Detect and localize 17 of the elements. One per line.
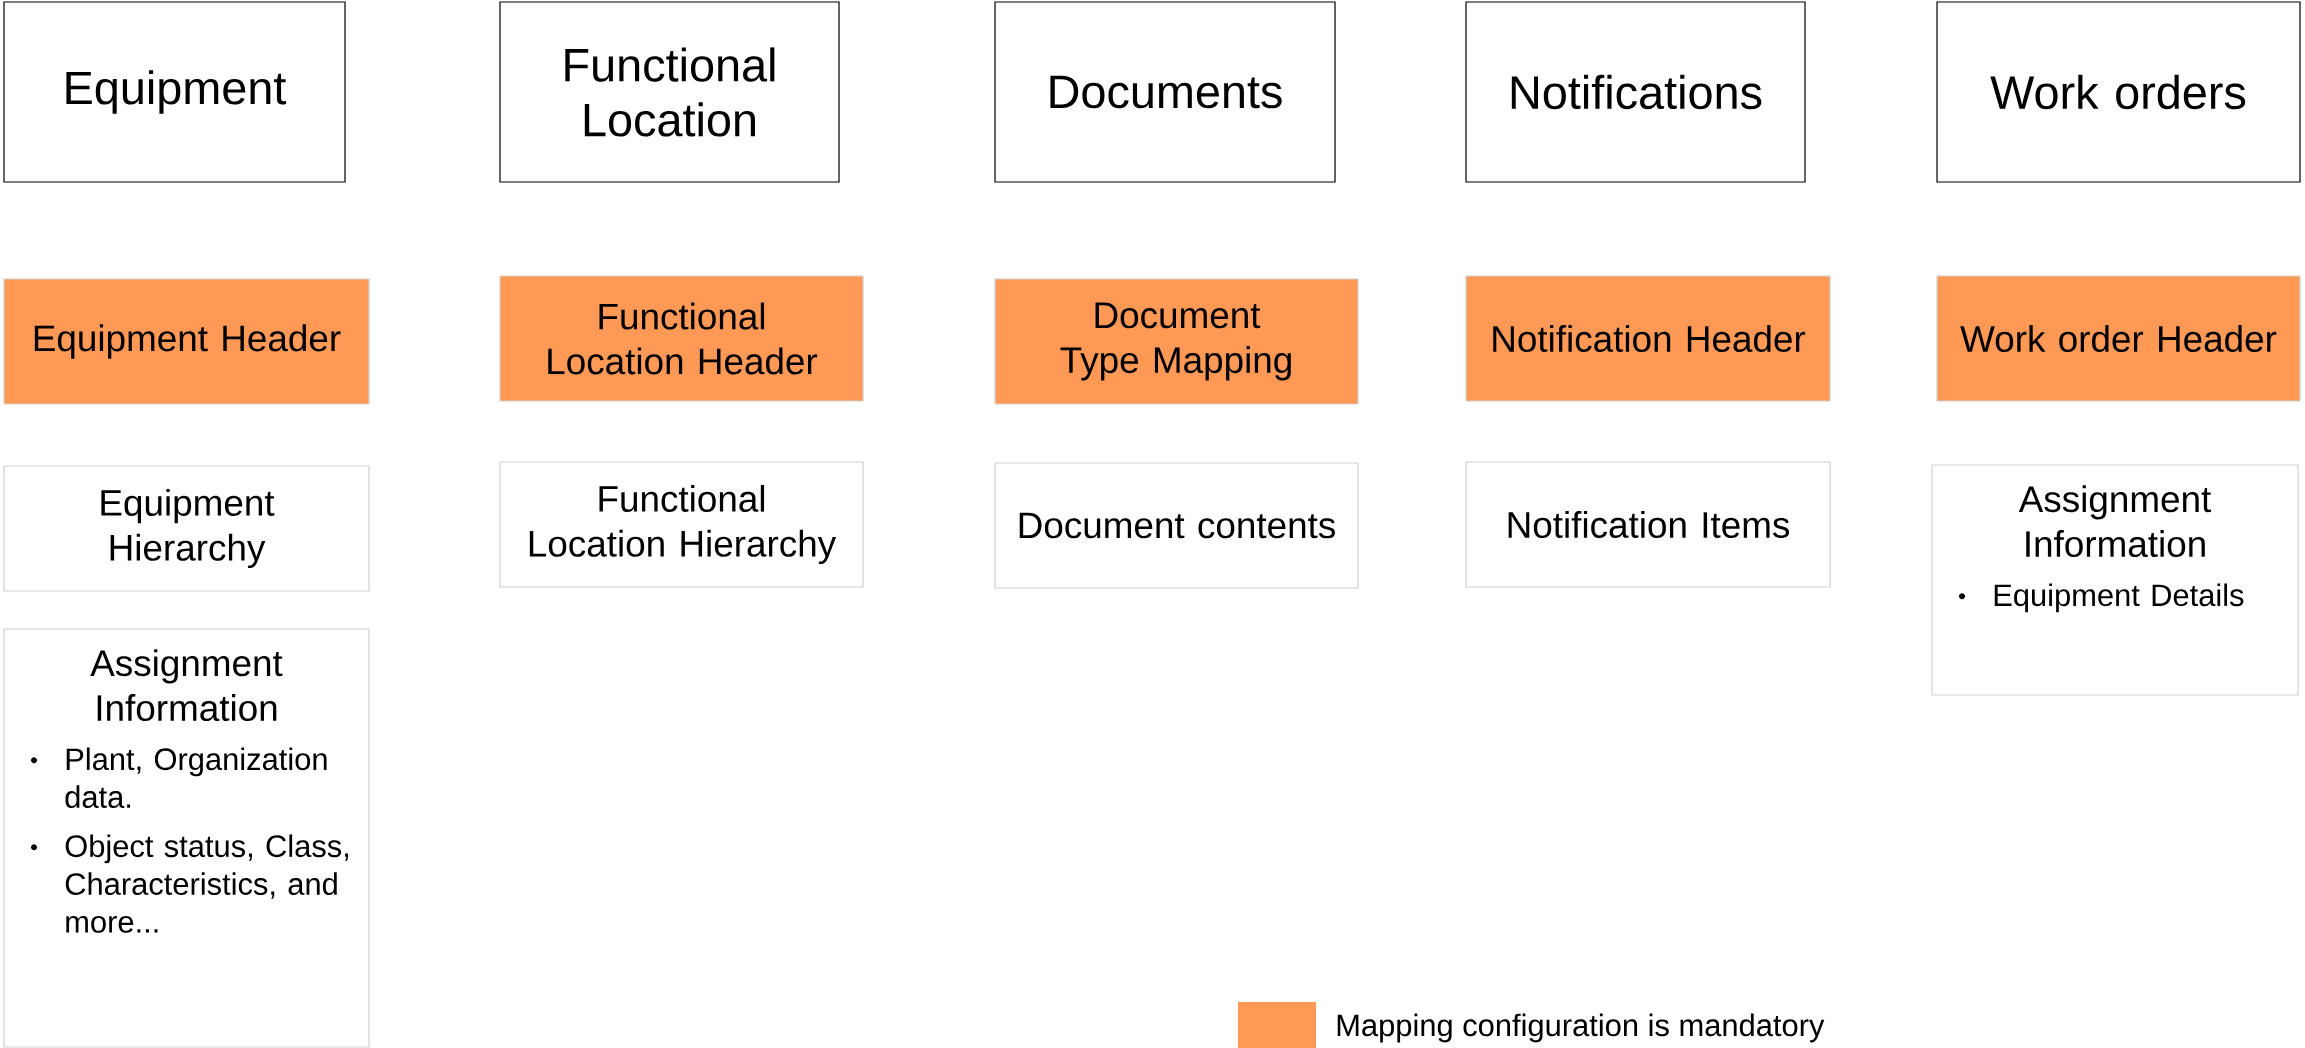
info-box: Functional Location Hierarchy: [499, 461, 864, 588]
highlighted-box: Document Type Mapping: [994, 278, 1359, 405]
info-box: Document contents: [994, 462, 1359, 589]
info-box: Equipment Hierarchy: [3, 465, 370, 592]
highlighted-box: Functional Location Header: [499, 275, 864, 402]
title-box: Functional Location: [499, 1, 840, 183]
legend-label: Mapping configuration is mandatory: [1337, 1013, 1825, 1043]
info-box: Assignment Information Plant, Organization data. Object status, Class, Characteristics, and more...: [3, 628, 370, 1048]
highlighted-box: Notification Header: [1465, 275, 1831, 402]
highlighted-box: Equipment Header: [3, 278, 370, 405]
info-box: Notification Items: [1465, 461, 1831, 588]
title-box: Notifications: [1465, 1, 1806, 183]
title-box: Documents: [994, 1, 1336, 183]
title-box: Work orders: [1936, 1, 2301, 183]
title-box: Equipment: [3, 1, 346, 183]
highlighted-box: Work order Header: [1936, 275, 2301, 402]
info-box: Assignment Information Equipment Details: [1931, 464, 2299, 696]
